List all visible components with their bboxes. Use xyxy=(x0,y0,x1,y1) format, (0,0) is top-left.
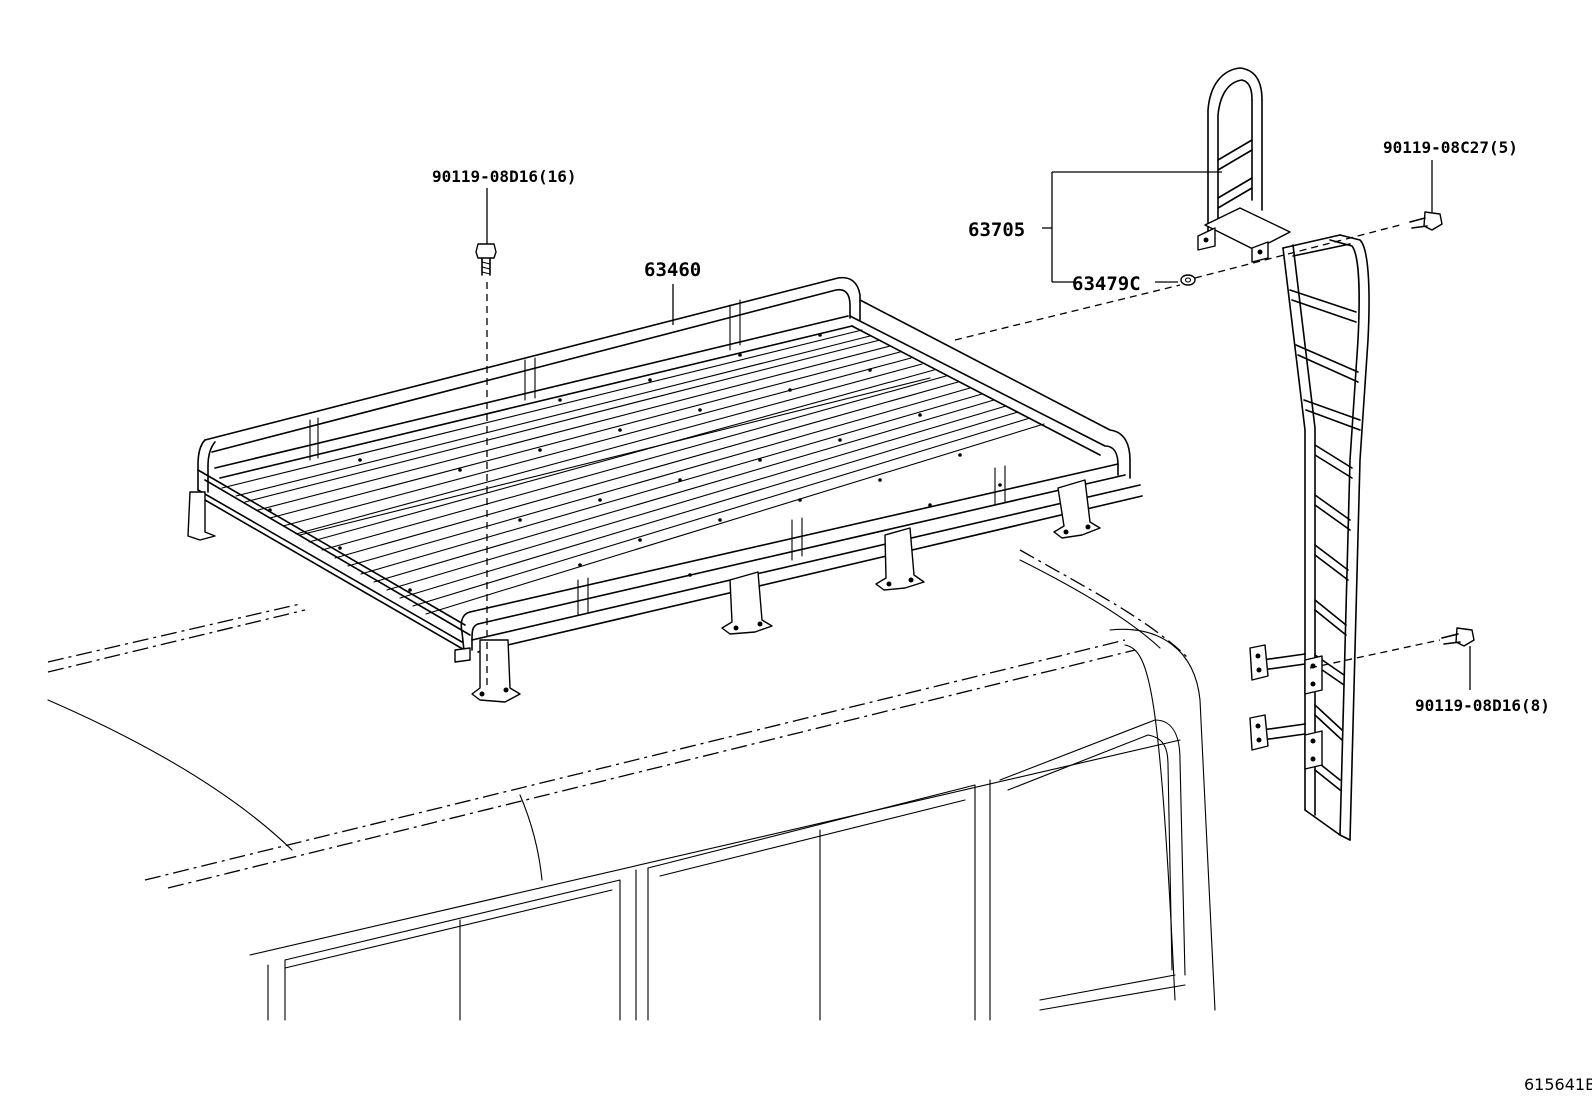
assembly-lines xyxy=(486,224,1441,690)
bolt-lower-icon xyxy=(1441,627,1475,647)
label-ladder: 63705 xyxy=(968,219,1025,241)
label-bolt-roof: 90119-08D16(16) xyxy=(432,167,577,186)
label-bolt-lower: 90119-08D16(8) xyxy=(1415,696,1550,715)
label-washer: 63479C xyxy=(1072,273,1141,295)
bolt-upper-icon xyxy=(1409,211,1443,231)
roof-rack xyxy=(187,276,1143,703)
vehicle-body-outline xyxy=(47,549,1216,1021)
reference-code: 615641B xyxy=(1524,1075,1592,1094)
washer-icon xyxy=(1180,274,1196,286)
rear-ladder xyxy=(1197,67,1370,841)
label-bolt-upper: 90119-08C27(5) xyxy=(1383,138,1518,157)
bolt-roof-icon xyxy=(475,243,497,276)
rack-feet xyxy=(187,479,1101,703)
slat-holes xyxy=(268,333,1002,592)
label-rack: 63460 xyxy=(644,259,701,281)
leader-lines xyxy=(486,160,1471,690)
